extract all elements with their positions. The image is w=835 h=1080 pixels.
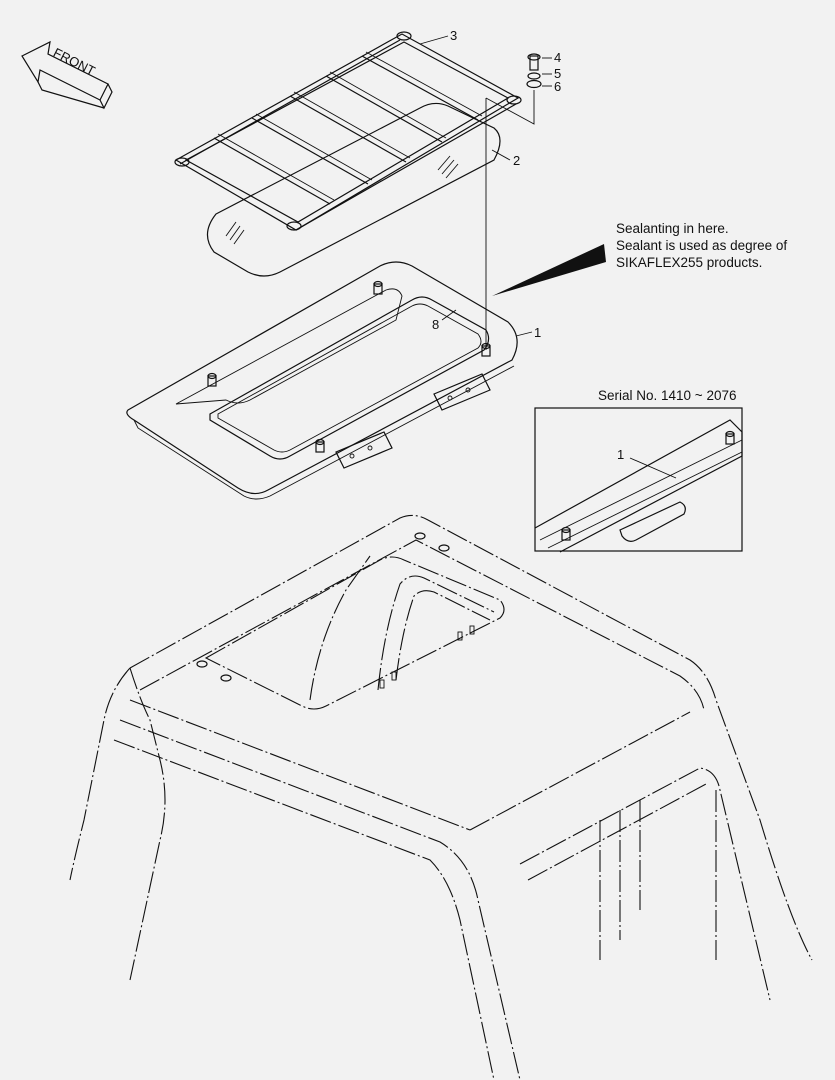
note-line-1: Sealanting in here. <box>616 221 729 236</box>
callout-6: 6 <box>554 79 561 94</box>
callout-4: 4 <box>554 50 561 65</box>
note-line-3: SIKAFLEX255 products. <box>616 255 763 270</box>
inset-detail: 1 <box>534 407 743 553</box>
callout-8: 8 <box>432 317 439 332</box>
callout-1: 1 <box>534 325 541 340</box>
callout-3: 3 <box>450 28 457 43</box>
sealant-pointer <box>492 244 606 296</box>
leader-lines <box>419 35 533 337</box>
glass-panel <box>206 102 501 277</box>
hatch-frame <box>126 261 518 500</box>
sealant-note: Sealanting in here. Sealant is used as d… <box>616 220 787 271</box>
guard-grille <box>174 31 522 231</box>
inset-callout-1: 1 <box>617 447 624 462</box>
cab-body <box>69 514 813 1080</box>
front-arrow: FRONT <box>21 40 113 110</box>
note-line-2: Sealant is used as degree of <box>616 238 788 253</box>
callout-2: 2 <box>513 153 520 168</box>
callout-5: 5 <box>554 66 561 81</box>
fastener-stack <box>485 53 552 350</box>
serial-label: Serial No. 1410 ~ 2076 <box>598 388 737 403</box>
front-label: FRONT <box>51 45 98 79</box>
